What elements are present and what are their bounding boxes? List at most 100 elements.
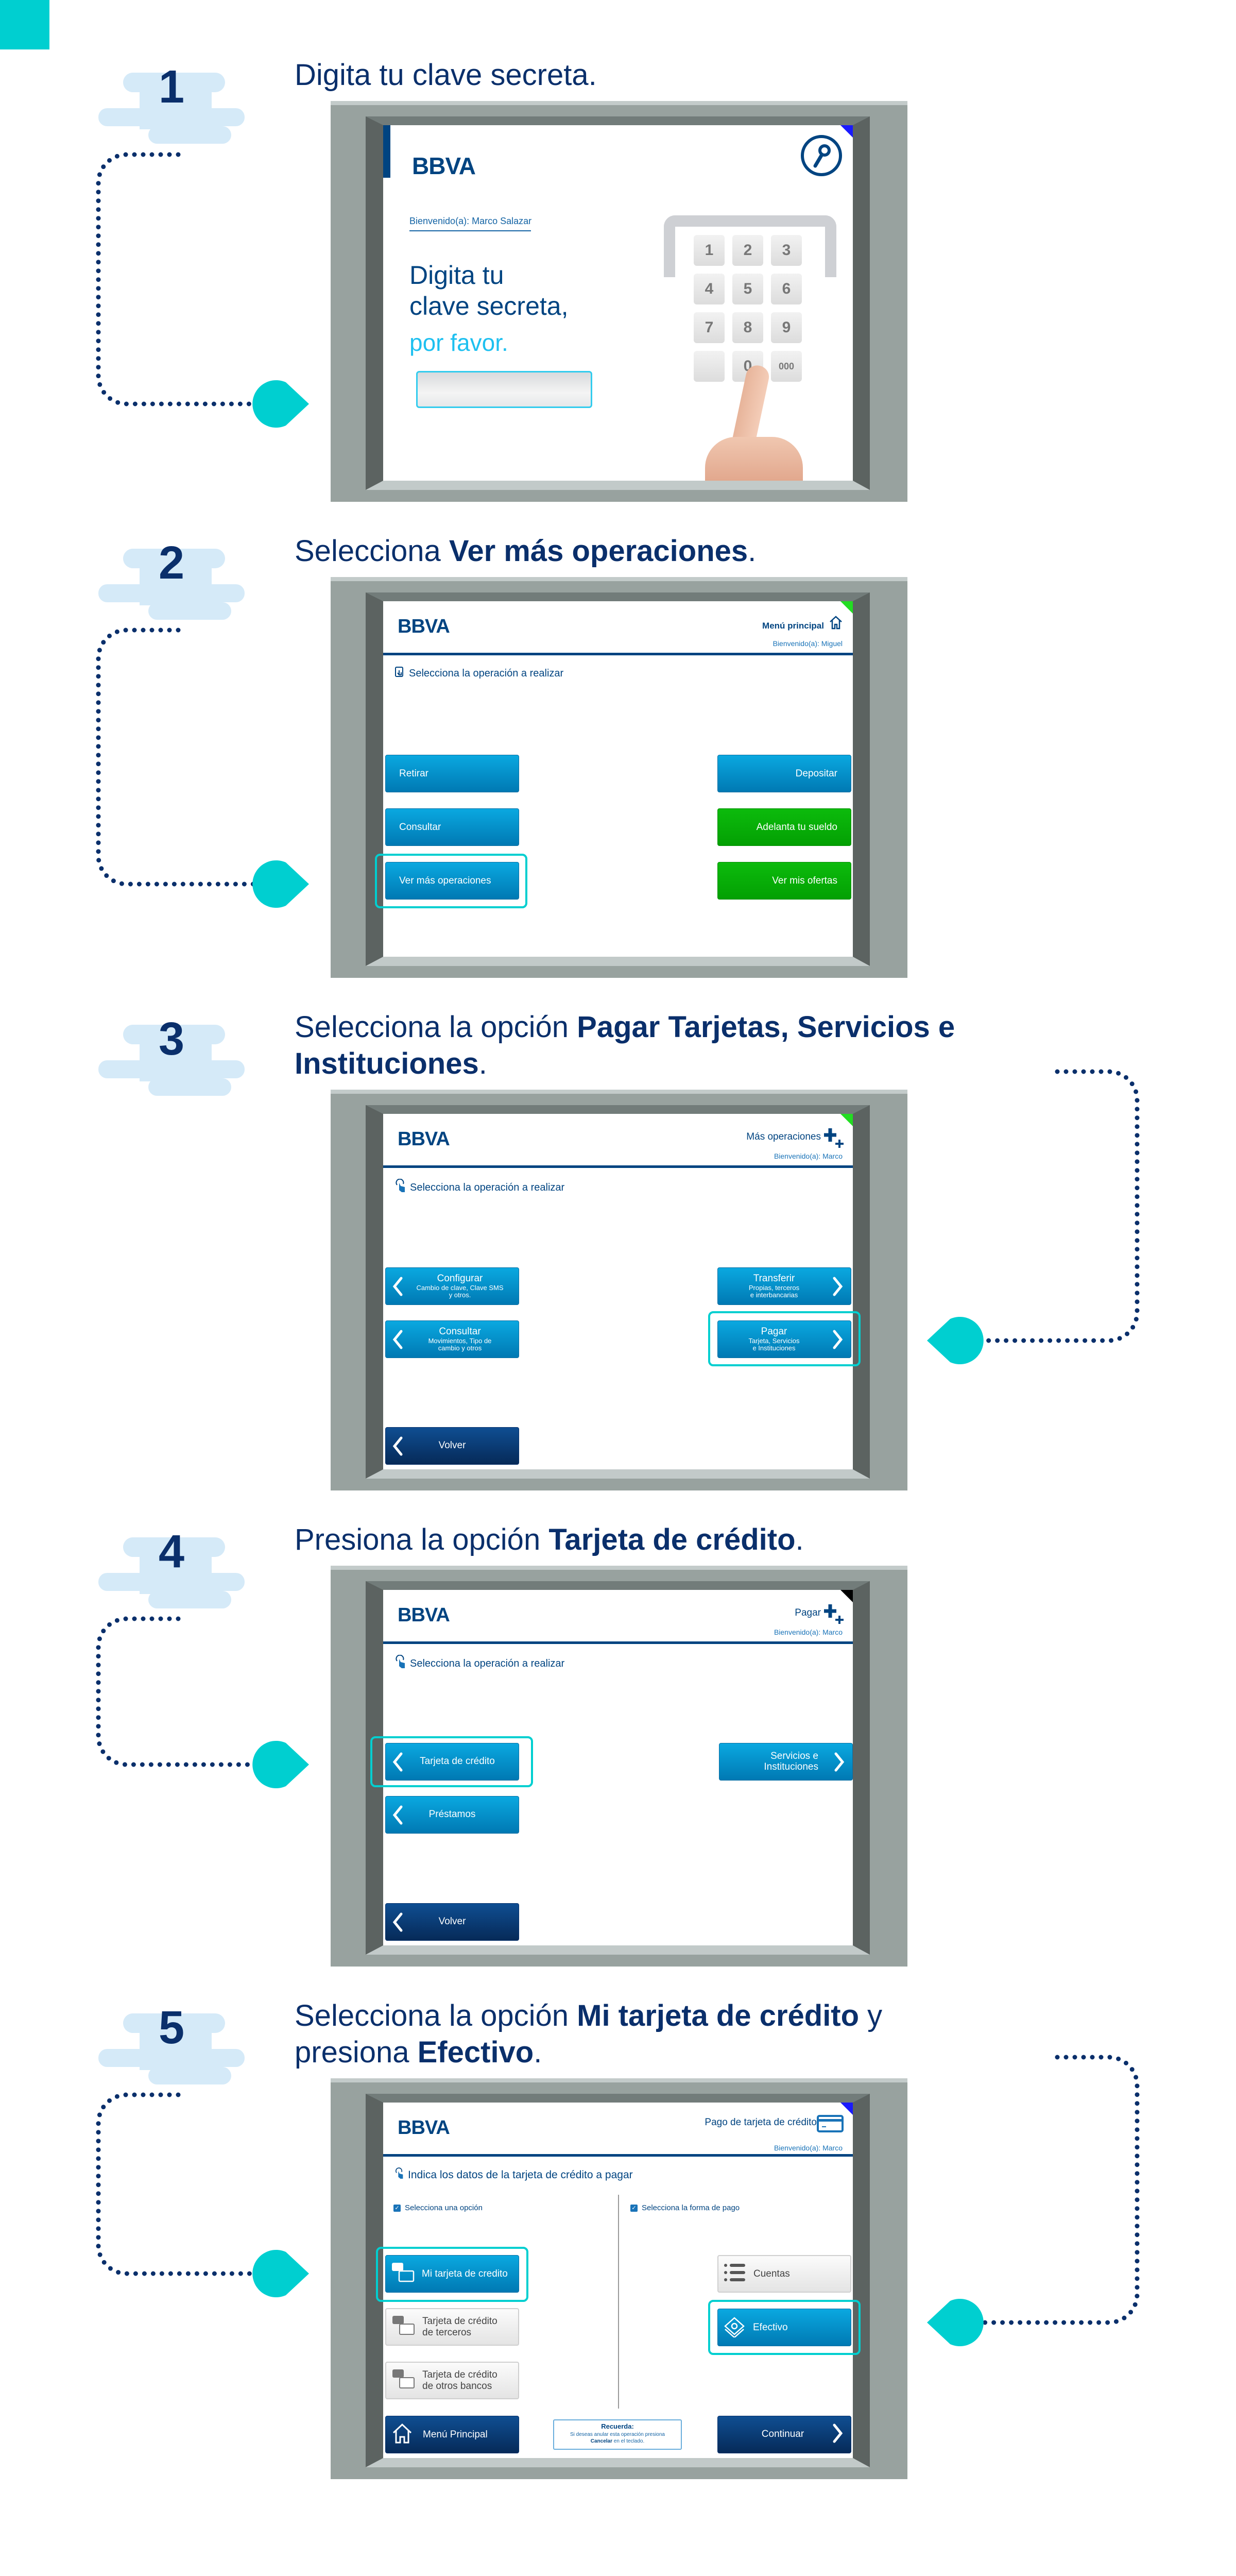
adelanta-tu-sueldo-button[interactable]: Adelanta tu sueldo <box>717 808 851 846</box>
heading-text: Digita tu clave secreta. <box>295 58 597 92</box>
depositar-button[interactable]: Depositar <box>717 755 851 792</box>
header-divider <box>383 653 853 655</box>
welcome-text: Bienvenido(a): Marco <box>774 1152 843 1160</box>
step-badge: 3 <box>98 1016 248 1097</box>
notice-text: en el teclado. <box>612 2438 645 2444</box>
prompt-line: por favor. <box>409 329 508 356</box>
screen-subtitle: Selecciona la operación a realizar <box>394 1178 565 1196</box>
heading-text: Presiona la opción <box>295 1523 549 1556</box>
heading-text: Selecciona la opción <box>295 1999 577 2032</box>
corner-indicator <box>840 1114 853 1126</box>
efectivo-button[interactable]: Efectivo <box>717 2309 851 2346</box>
button-subtitle: e Instituciones <box>752 1344 796 1352</box>
keypad-key: 8 <box>732 312 763 343</box>
home-icon <box>828 615 844 633</box>
dotted-connector-2 <box>96 628 260 887</box>
subtitle-text: Selecciona la operación a realizar <box>409 667 564 679</box>
dotted-connector-3 <box>976 1069 1140 1343</box>
button-subtitle: Movimientos, Tipo de <box>428 1336 492 1345</box>
heading-text: Selecciona la opción <box>295 1010 577 1044</box>
keypad-key: 9 <box>771 312 802 343</box>
dotted-connector-5b <box>976 2055 1140 2325</box>
step-heading: Selecciona la opción Pagar Tarjetas, Ser… <box>295 1009 955 1082</box>
atm-screen-4: BBVA Pagar Bienvenido(a): Marco Seleccio… <box>331 1566 907 1967</box>
badge-shape <box>98 549 245 620</box>
ver-mas-operaciones-button[interactable]: Ver más operaciones <box>385 862 519 900</box>
screen-subtitle: Selecciona la operación a realizar <box>394 1654 564 1672</box>
pointer-drop <box>252 2250 309 2297</box>
notice-title: Recuerda: <box>601 2422 634 2430</box>
checkbox-icon: ✓ <box>630 2204 638 2212</box>
button-label: Cuentas <box>753 2268 790 2279</box>
volver-button[interactable]: Volver <box>385 1427 519 1465</box>
atm-screen-2: BBVA Menú principal Bienvenido(a): Migue… <box>331 577 907 978</box>
button-title: Transferir <box>753 1273 795 1284</box>
button-label: Menú Principal <box>423 2429 488 2440</box>
consultar-button[interactable]: Consultar <box>385 808 519 846</box>
step-number: 1 <box>158 61 185 113</box>
bbva-logo: BBVA <box>398 1128 450 1150</box>
heading-line: Instituciones. <box>295 1045 955 1082</box>
heading-emphasis: Instituciones <box>295 1047 479 1080</box>
keypad-shield <box>664 215 836 277</box>
header-divider <box>383 1641 853 1644</box>
tarjeta-de-credito-button[interactable]: Tarjeta de crédito <box>385 1743 519 1781</box>
button-title: Consultar <box>439 1326 481 1337</box>
screen-subtitle: Selecciona la operación a realizar <box>394 666 563 681</box>
highlight-outline <box>370 1736 533 1787</box>
button-subtitle: cambio y otros <box>438 1344 482 1352</box>
heading-emphasis: Efectivo <box>417 2036 534 2069</box>
heading-line: presiona Efectivo. <box>295 2034 882 2071</box>
dotted-connector-4 <box>96 1616 260 1767</box>
button-subtitle: Tarjeta, Servicios <box>748 1336 800 1345</box>
ver-mis-ofertas-button[interactable]: Ver mis ofertas <box>717 862 851 900</box>
retirar-button[interactable]: Retirar <box>385 755 519 792</box>
button-label: Tarjeta de crédito <box>420 1756 495 1767</box>
menu-principal-button[interactable]: Menú Principal <box>385 2416 519 2453</box>
cuentas-button[interactable]: Cuentas <box>717 2255 851 2293</box>
heading-line: Digita tu clave secreta. <box>295 57 597 93</box>
header-divider <box>383 1165 853 1168</box>
highlight-outline <box>375 854 527 908</box>
chevron-left-icon <box>392 1752 403 1775</box>
header-title: Más operaciones <box>746 1131 821 1142</box>
key-icon <box>801 135 842 176</box>
plus-icon <box>823 1603 844 1626</box>
step-heading: Digita tu clave secreta. <box>295 57 597 93</box>
continuar-button[interactable]: Continuar <box>717 2416 851 2453</box>
pointer-drop <box>252 1741 309 1788</box>
button-label: de terceros <box>422 2327 472 2338</box>
pin-input[interactable] <box>416 371 592 408</box>
heading-line: Selecciona la opción Mi tarjeta de crédi… <box>295 1997 882 2034</box>
column-divider <box>618 2195 619 2409</box>
touch-icon <box>394 2167 404 2183</box>
keypad-key: 6 <box>771 274 802 304</box>
chevron-right-icon <box>834 1752 845 1775</box>
button-label: Servicios e <box>770 1750 818 1761</box>
touch-icon <box>394 1178 406 1196</box>
corner-indicator <box>840 1590 853 1602</box>
accent-square <box>0 0 49 49</box>
bbva-logo: BBVA <box>398 2117 450 2139</box>
mi-tarjeta-button[interactable]: Mi tarjeta de credito <box>385 2255 519 2293</box>
home-icon <box>392 2422 413 2447</box>
keypad-key: 4 <box>694 274 725 304</box>
subtitle-text: Selecciona la operación a realizar <box>410 1181 565 1193</box>
step-number: 5 <box>158 2002 185 2054</box>
cash-icon <box>723 2315 746 2341</box>
step-heading: Presiona la opción Tarjeta de crédito. <box>295 1521 804 1558</box>
prestamos-button[interactable]: Préstamos <box>385 1796 519 1834</box>
volver-button[interactable]: Volver <box>385 1903 519 1941</box>
heading-emphasis: Mi tarjeta de crédito <box>577 1999 860 2032</box>
button-label: de otros bancos <box>422 2380 492 2392</box>
button-label: Continuar <box>761 2429 804 2440</box>
header-title: Pagar <box>795 1607 821 1618</box>
